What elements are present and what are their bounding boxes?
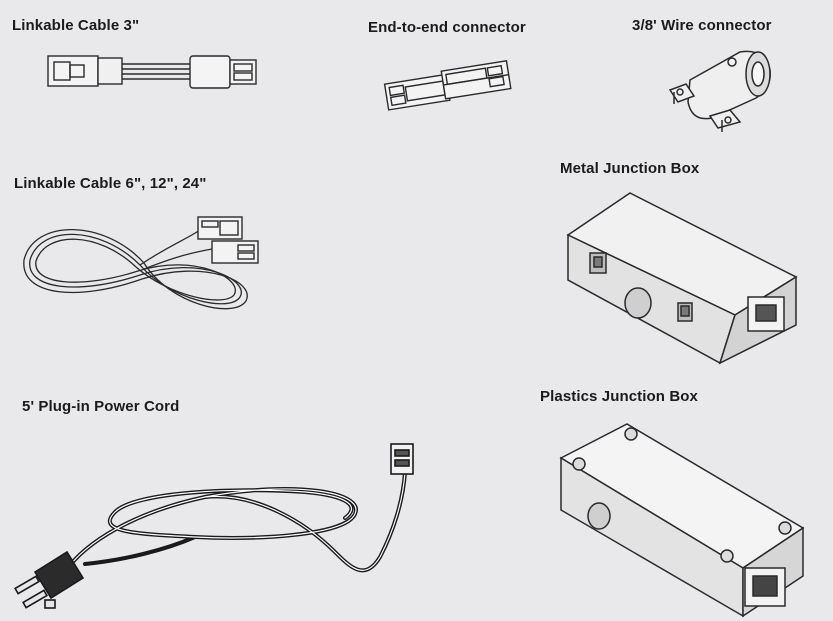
end-to-end-connector-illustration (383, 60, 512, 111)
power-cord-label: 5' Plug-in Power Cord (22, 398, 180, 415)
wire-connector-illustration (668, 50, 771, 132)
metal-junction-box-label: Metal Junction Box (560, 160, 700, 177)
plastics-junction-box-label: Plastics Junction Box (540, 388, 698, 405)
plastics-junction-box-illustration (559, 423, 805, 618)
linkable-cable-3-label: Linkable Cable 3" (12, 17, 140, 34)
linkable-cable-multi-label: Linkable Cable 6", 12", 24" (14, 175, 207, 192)
wire-connector-label: 3/8' Wire connector (632, 17, 772, 34)
power-cord-illustration (14, 443, 414, 609)
linkable-cable-3-illustration (47, 55, 257, 89)
end-to-end-connector-label: End-to-end connector (368, 19, 526, 36)
linkable-cable-multi-illustration (23, 216, 259, 310)
metal-junction-box-illustration (566, 192, 798, 365)
